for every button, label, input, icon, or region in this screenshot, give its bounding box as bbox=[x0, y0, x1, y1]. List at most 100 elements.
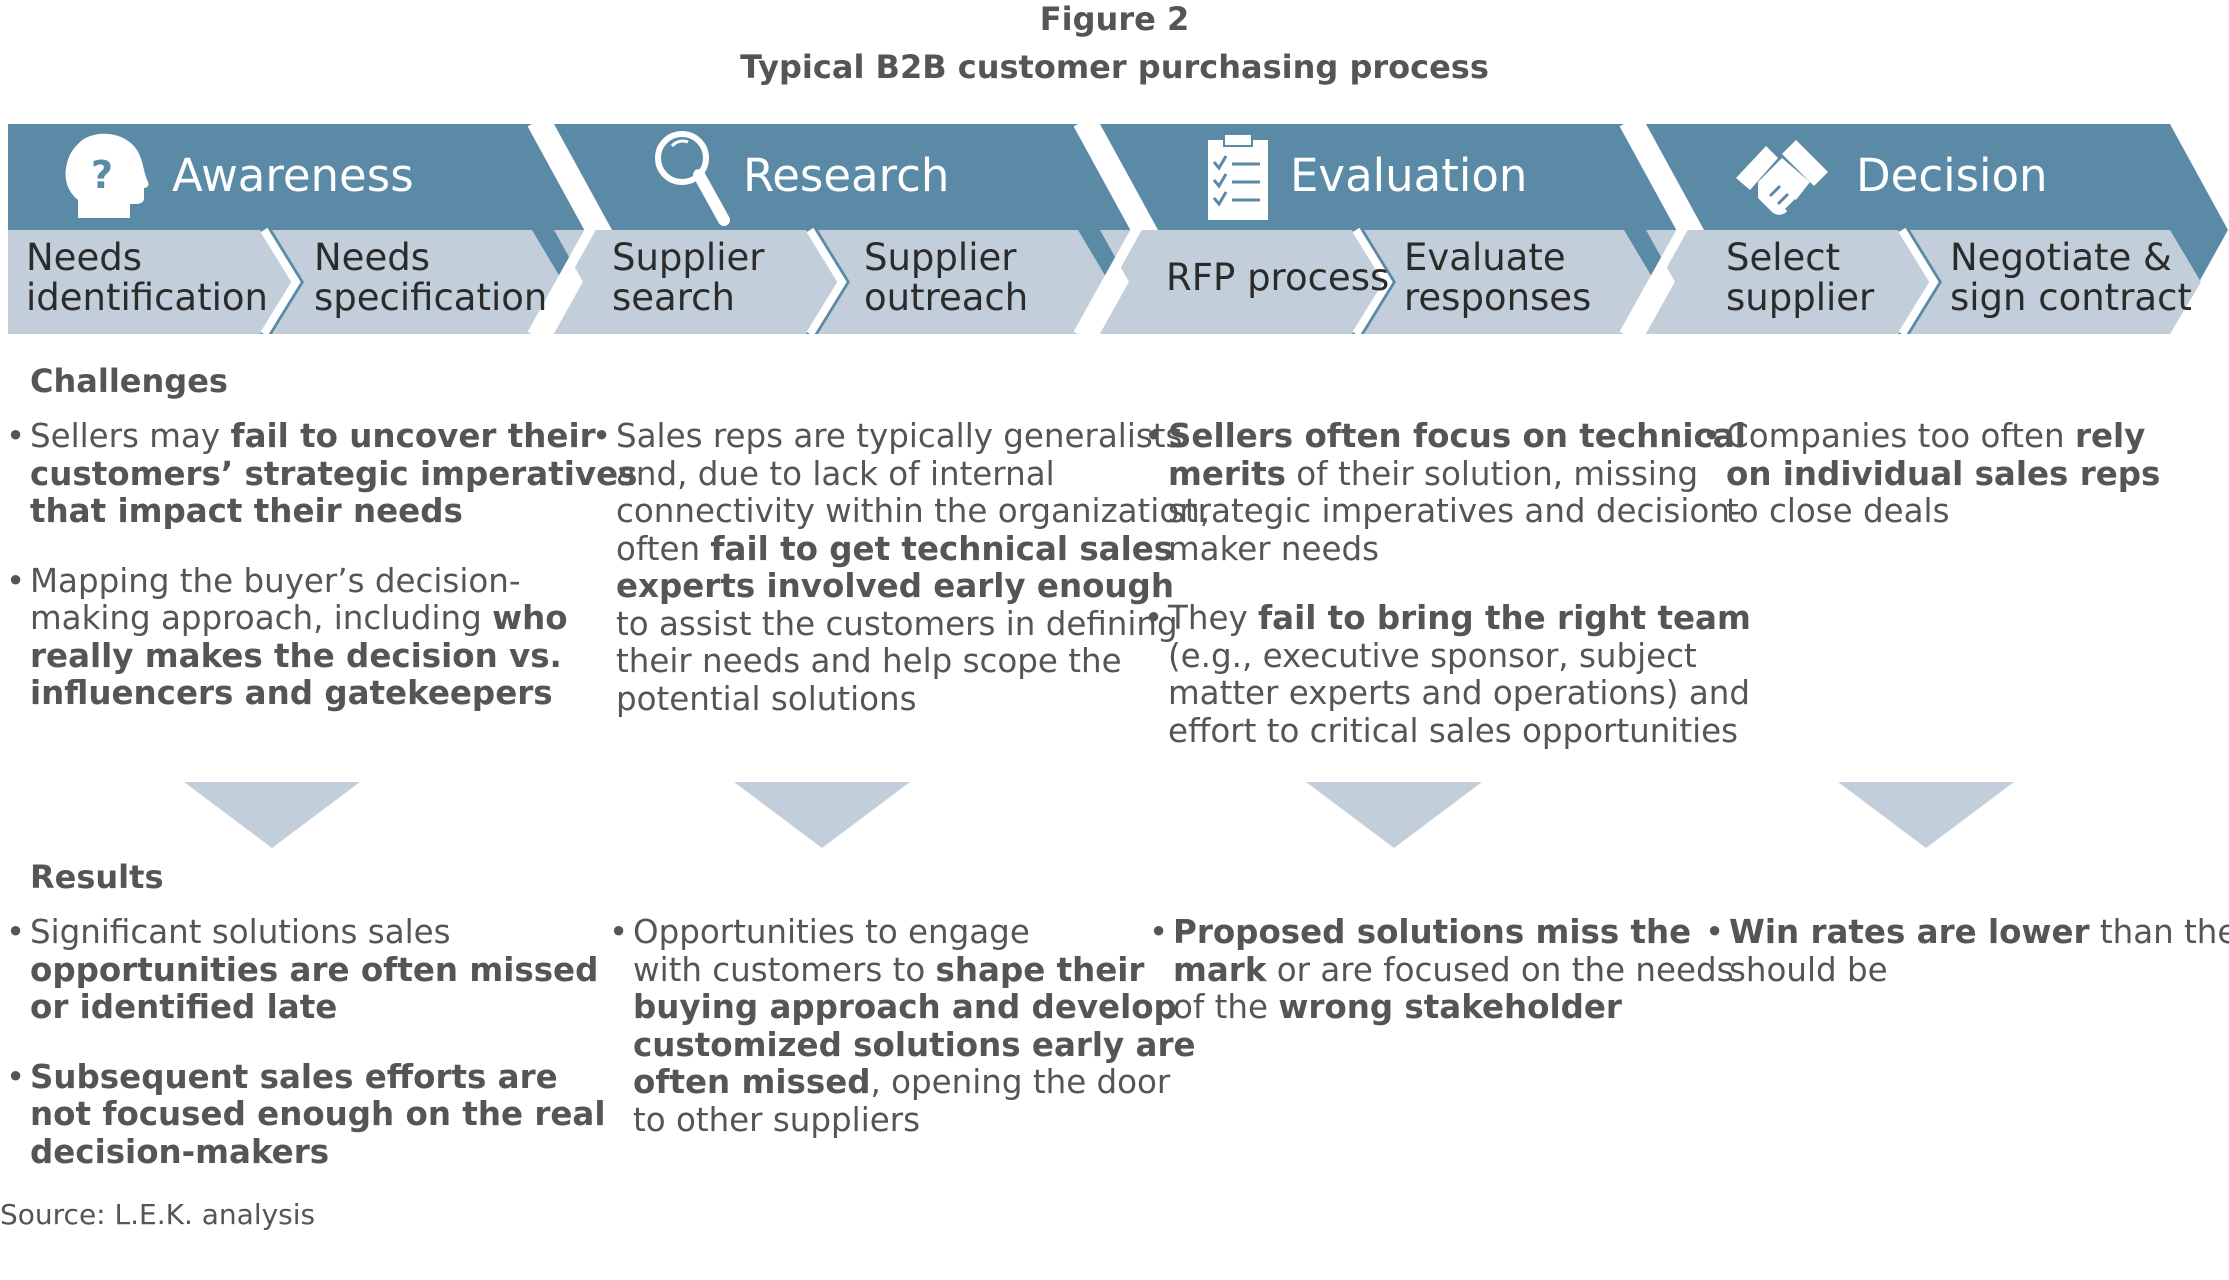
bold-text: wrong stakeholder bbox=[1278, 988, 1622, 1026]
bullet-line: their needs and help scope the bbox=[616, 642, 1132, 681]
down-arrow-research bbox=[734, 782, 910, 848]
text: their needs and help scope the bbox=[616, 642, 1122, 680]
bullet-line: making approach, including who bbox=[30, 599, 568, 638]
text: Mapping the buyer’s decision- bbox=[30, 561, 521, 600]
bullet-line: often fail to get technical sales bbox=[616, 529, 1173, 569]
bold-text: shape their bbox=[935, 950, 1145, 989]
results-heading: Results bbox=[30, 858, 164, 896]
checklist-icon bbox=[1208, 133, 1268, 220]
bullet-line: merits of their solution, missing bbox=[1168, 455, 1698, 494]
bullet-line: not focused enough on the real bbox=[30, 1095, 605, 1134]
text: than they bbox=[2099, 913, 2229, 951]
bullet-line: maker needs bbox=[1168, 529, 1684, 569]
step-label-supplier-outreach: Supplier outreach bbox=[864, 236, 1029, 319]
text: often bbox=[616, 529, 711, 568]
bold-text: Win rates are lower bbox=[1729, 913, 2090, 951]
step-label-select-supplier: Select supplier bbox=[1726, 236, 1875, 319]
bullet-line: decision-makers bbox=[30, 1132, 546, 1172]
text: or are focused on the needs bbox=[1266, 950, 1734, 989]
step-chevron-negotiate-sign bbox=[1910, 230, 2201, 334]
bullet-line: to close deals bbox=[1726, 492, 2229, 531]
text: connectivity within the organization, bbox=[616, 492, 1211, 530]
bullet-line: Significant solutions sales bbox=[30, 913, 546, 952]
bullet-line: mark or are focused on the needs bbox=[1173, 951, 1734, 990]
step-label-needs-specification: Needs specification bbox=[314, 236, 548, 319]
stage-title-decision: Decision bbox=[1856, 149, 2048, 202]
bullet-line: (e.g., executive sponsor, subject bbox=[1168, 637, 1697, 676]
bullet-point: They fail to bring the right team(e.g., … bbox=[1144, 599, 1751, 751]
bullet-line: matter experts and operations) and bbox=[1168, 674, 1750, 713]
step-chevron-select-supplier bbox=[1646, 230, 1930, 334]
step-chevron-evaluate-responses bbox=[1364, 230, 1655, 334]
bullet-line: customers’ strategic imperatives bbox=[30, 455, 637, 494]
bullet-line: connectivity within the organization, bbox=[616, 492, 1210, 531]
bold-text: fail to get technical sales bbox=[710, 529, 1174, 568]
bullet-line: effort to critical sales opportunities bbox=[1168, 712, 1738, 751]
bullet-line: on individual sales reps bbox=[1726, 454, 2229, 494]
bullet-line: strategic imperatives and decision- bbox=[1168, 492, 1742, 531]
text: matter experts and operations) and bbox=[1168, 674, 1751, 712]
bullet-line: to assist the customers in defining bbox=[616, 605, 1178, 644]
step-label-negotiate-sign: Negotiate & sign contract bbox=[1950, 236, 2192, 319]
text: with customers to bbox=[633, 950, 936, 989]
bold-text: Subsequent sales efforts are bbox=[30, 1057, 558, 1096]
bullet-line: potential solutions bbox=[616, 680, 1132, 719]
bold-text: fail to uncover their bbox=[230, 417, 596, 455]
stage-title-awareness: Awareness bbox=[172, 149, 414, 202]
bold-text: opportunities are often missed bbox=[30, 950, 599, 989]
text: Sales reps are typically generalists bbox=[616, 417, 1183, 455]
bold-text: customized solutions early are bbox=[633, 1025, 1196, 1064]
bold-text: Sellers often focus on technical bbox=[1168, 417, 1746, 455]
bold-text: decision-makers bbox=[30, 1132, 330, 1171]
bold-text: buying approach and develop bbox=[633, 988, 1177, 1026]
text: to close deals bbox=[1726, 492, 1950, 530]
bullet-line: They fail to bring the right team bbox=[1168, 599, 1751, 638]
bold-text: Proposed solutions miss the bbox=[1173, 913, 1692, 951]
bullet-line: influencers and gatekeepers bbox=[30, 674, 553, 713]
bold-text: really makes the decision vs. bbox=[30, 636, 562, 675]
bold-text: on individual sales reps bbox=[1726, 454, 2161, 493]
stage-title-research: Research bbox=[743, 149, 950, 202]
text: maker needs bbox=[1168, 529, 1380, 568]
bullet-line: really makes the decision vs. bbox=[30, 637, 562, 676]
text: of their solution, missing bbox=[1285, 454, 1699, 493]
source-note: Source: L.E.K. analysis bbox=[0, 1198, 316, 1231]
bullet-point: Sellers may fail to uncover theircustome… bbox=[6, 417, 637, 531]
text: (e.g., executive sponsor, subject bbox=[1168, 636, 1697, 675]
bold-text: that impact their needs bbox=[30, 492, 463, 530]
text: effort to critical sales opportunities bbox=[1168, 711, 1739, 750]
results-column-awareness: Significant solutions salesopportunities… bbox=[6, 913, 605, 1203]
bullet-line: Subsequent sales efforts are bbox=[30, 1058, 558, 1097]
bullet-line: should be bbox=[1729, 951, 2229, 990]
bullet-point: Significant solutions salesopportunities… bbox=[6, 913, 598, 1027]
bullet-line: Companies too often rely bbox=[1726, 417, 2229, 456]
challenges-column-research: Sales reps are typically generalistsand,… bbox=[592, 417, 1210, 750]
bullet-line: customized solutions early are bbox=[633, 1026, 1196, 1065]
bold-text: experts involved early enough bbox=[616, 567, 1174, 605]
bullet-line: Sellers may fail to uncover their bbox=[30, 417, 596, 456]
down-arrow-evaluation bbox=[1306, 782, 1482, 848]
bullet-point: Win rates are lower than theyshould be bbox=[1705, 913, 2229, 990]
head-question-icon: ? bbox=[65, 133, 149, 218]
svg-text:?: ? bbox=[91, 153, 113, 197]
bullet-line: or identified late bbox=[30, 988, 546, 1027]
bullet-line: with customers to shape their bbox=[633, 950, 1149, 990]
bold-text: rely bbox=[2074, 417, 2146, 455]
text: making approach, including bbox=[30, 599, 493, 637]
bullet-line: Mapping the buyer’s decision- bbox=[30, 561, 546, 601]
text: They bbox=[1168, 599, 1259, 637]
step-label-evaluate-responses: Evaluate responses bbox=[1404, 236, 1592, 319]
bullet-line: of the wrong stakeholder bbox=[1173, 988, 1689, 1027]
bullet-line: Sellers often focus on technical bbox=[1168, 417, 1746, 456]
text: strategic imperatives and decision- bbox=[1168, 492, 1742, 530]
bullet-line: Sales reps are typically generalists bbox=[616, 417, 1182, 456]
step-label-supplier-search: Supplier search bbox=[612, 236, 765, 319]
text: of the bbox=[1173, 988, 1279, 1026]
stage-title-evaluation: Evaluation bbox=[1290, 149, 1528, 202]
bullet-line: that impact their needs bbox=[30, 492, 546, 531]
